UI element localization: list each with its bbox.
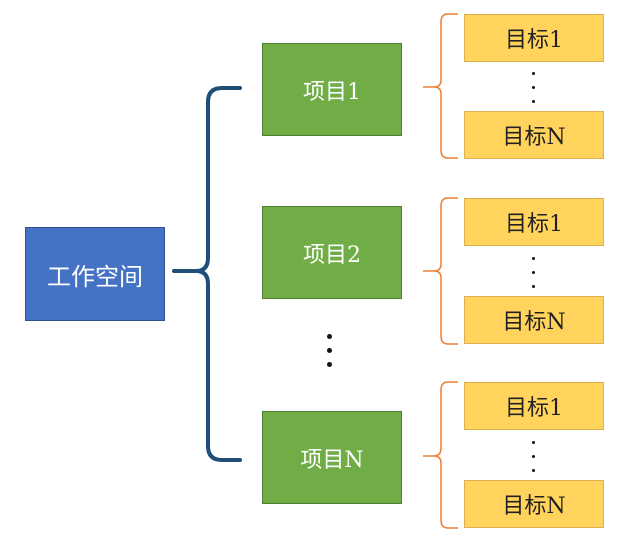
goal-ellipsis-dot (532, 271, 535, 274)
goal-label: 目标1 (505, 212, 563, 237)
workspace-node: 工作空间 (25, 227, 165, 321)
goal-label: 目标N (502, 494, 566, 519)
goal-node: 目标N (464, 296, 604, 344)
goal-label: 目标1 (505, 28, 563, 53)
goal-ellipsis-dot (532, 100, 535, 103)
project-label: 项目N (300, 447, 364, 473)
goal-label: 目标1 (505, 396, 563, 421)
ellipsis-dot (327, 362, 332, 367)
project-node-2: 项目2 (262, 206, 402, 299)
goal-ellipsis-dot (532, 469, 535, 472)
goal-ellipsis-dot (532, 72, 535, 75)
ellipsis-dot (327, 334, 332, 339)
goal-node: 目标N (464, 480, 604, 528)
main-brace (172, 86, 242, 462)
goal-node: 目标N (464, 111, 604, 159)
project-label: 项目1 (303, 79, 361, 105)
goal-node: 目标1 (464, 14, 604, 62)
goal-label: 目标N (502, 125, 566, 150)
project-node-1: 项目1 (262, 43, 402, 136)
project-node-n: 项目N (262, 411, 402, 504)
project-label: 项目2 (303, 242, 361, 268)
ellipsis-dot (327, 348, 332, 353)
goal-node: 目标1 (464, 198, 604, 246)
goal-brace-1 (423, 13, 458, 159)
goal-brace-3 (423, 381, 458, 529)
goal-ellipsis-dot (532, 86, 535, 89)
goal-ellipsis-dot (532, 285, 535, 288)
goal-brace-2 (423, 197, 458, 345)
goal-label: 目标N (502, 310, 566, 335)
goal-ellipsis-dot (532, 455, 535, 458)
goal-node: 目标1 (464, 382, 604, 430)
goal-ellipsis-dot (532, 441, 535, 444)
goal-ellipsis-dot (532, 257, 535, 260)
workspace-label: 工作空间 (47, 262, 143, 291)
